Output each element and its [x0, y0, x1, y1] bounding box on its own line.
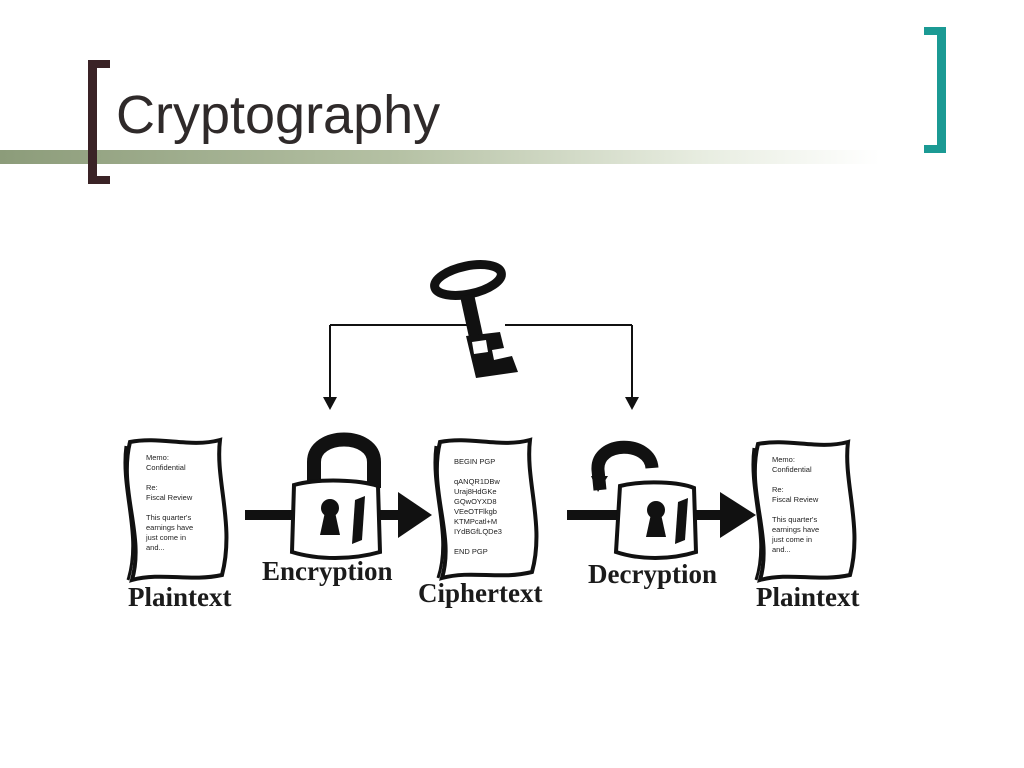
document-text-line: GQwOYXD8	[454, 497, 497, 506]
document-text-line: and...	[146, 543, 165, 552]
label-encryption: Encryption	[262, 556, 393, 586]
document-text-line: This quarter's	[772, 515, 817, 524]
document-text-line: Re:	[772, 485, 784, 494]
arrow-down-encryption	[323, 397, 337, 410]
slide-title: Cryptography	[116, 85, 441, 145]
document-text-line: Uraj8HdGKe	[454, 487, 497, 496]
title-underline-bar	[0, 150, 880, 164]
right-bracket-decoration	[924, 27, 946, 153]
open-lock-icon	[591, 440, 699, 560]
document-text-line: qANQR1DBw	[454, 477, 500, 486]
document-text-line: VEeOTFlkgb	[454, 507, 497, 516]
document-text-line: END PGP	[454, 547, 488, 556]
document-text-line: Memo:	[146, 453, 169, 462]
label-ciphertext: Ciphertext	[418, 578, 542, 608]
label-decryption: Decryption	[588, 559, 717, 589]
key-icon	[430, 260, 518, 378]
document-text-line: Fiscal Review	[146, 493, 193, 502]
closed-lock-icon	[289, 432, 383, 560]
document-text-line: Confidential	[772, 465, 812, 474]
document-text-line: Memo:	[772, 455, 795, 464]
document-text-line: just come in	[771, 535, 812, 544]
document-text-line: Confidential	[146, 463, 186, 472]
label-plaintext-left: Plaintext	[128, 582, 231, 612]
label-plaintext-right: Plaintext	[756, 582, 859, 612]
document-text-line: IYdBGfLQDe3	[454, 527, 502, 536]
left-bracket-decoration	[88, 60, 110, 184]
document-text-line: KTMPcatl+M	[454, 517, 497, 526]
document-text-line: Re:	[146, 483, 158, 492]
document-text-line: just come in	[145, 533, 186, 542]
key-connector	[329, 324, 633, 398]
document-text-line: Fiscal Review	[772, 495, 819, 504]
document-text-line: earnings have	[772, 525, 819, 534]
document-text-line: and...	[772, 545, 791, 554]
document-text-line: earnings have	[146, 523, 193, 532]
arrow-down-decryption	[625, 397, 639, 410]
document-text-line: This quarter's	[146, 513, 191, 522]
document-text-line: BEGIN PGP	[454, 457, 495, 466]
